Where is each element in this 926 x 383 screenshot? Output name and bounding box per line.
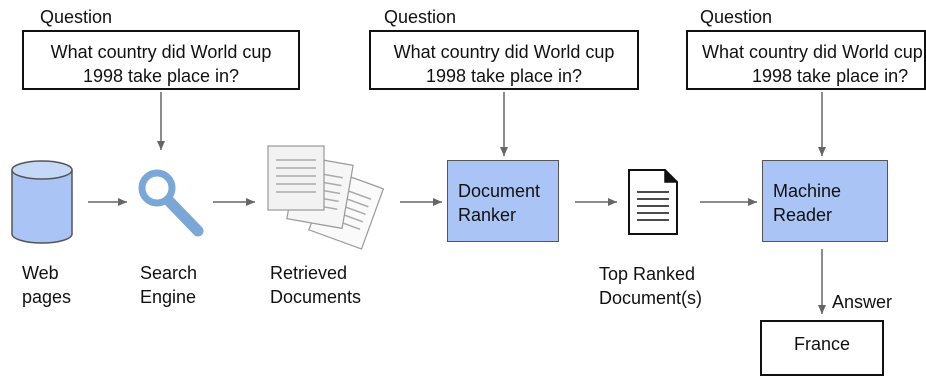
question-label-3: Question [700, 7, 773, 27]
diagram-graphics [11, 92, 826, 314]
retrieved-documents-line1: Retrieved [270, 263, 348, 283]
machine-reader-box: Machine Reader [762, 160, 888, 242]
machine-reader-line1: Machine [773, 181, 842, 201]
question-text-line1: What country did World cup [702, 42, 923, 62]
retrieved-documents-label: Retrieved Documents [270, 261, 361, 309]
question-text-line1: What country did World cup [393, 42, 615, 62]
top-ranked-line1: Top Ranked [599, 264, 696, 284]
question-label-1: Question [40, 7, 113, 27]
document-stack-icon [267, 145, 385, 250]
web-pages-line2: pages [22, 287, 72, 307]
document-ranker-line1: Document [458, 181, 541, 201]
answer-arrow-label: Answer [832, 292, 893, 312]
document-ranker-box: Document Ranker [447, 160, 559, 242]
search-engine-line1: Search [140, 263, 198, 283]
question-label-2: Question [384, 7, 457, 27]
document-ranker-line2: Ranker [458, 205, 517, 225]
question-text-line1: What country did World cup [50, 42, 272, 62]
retrieved-documents-line2: Documents [270, 287, 362, 307]
top-ranked-line2: Document(s) [599, 288, 703, 308]
machine-reader-line2: Reader [773, 205, 833, 225]
answer-box: France [760, 320, 884, 376]
document-icon [628, 169, 678, 235]
web-pages-label: Web pages [22, 261, 71, 309]
magnifier-icon [138, 169, 204, 237]
search-engine-label: Search Engine [140, 261, 197, 309]
search-engine-line2: Engine [140, 287, 197, 307]
database-cylinder-icon [11, 160, 73, 244]
top-ranked-label: Top Ranked Document(s) [599, 262, 702, 310]
web-pages-line1: Web [22, 263, 59, 283]
question-text-line2: 1998 take place in? [82, 66, 240, 86]
question-box-3: What country did World cup 1998 take pla… [686, 30, 926, 90]
question-text-line2: 1998 take place in? [752, 66, 909, 86]
question-text-line2: 1998 take place in? [425, 66, 583, 86]
question-box-1: What country did World cup 1998 take pla… [22, 30, 300, 90]
question-box-2: What country did World cup 1998 take pla… [369, 30, 639, 90]
